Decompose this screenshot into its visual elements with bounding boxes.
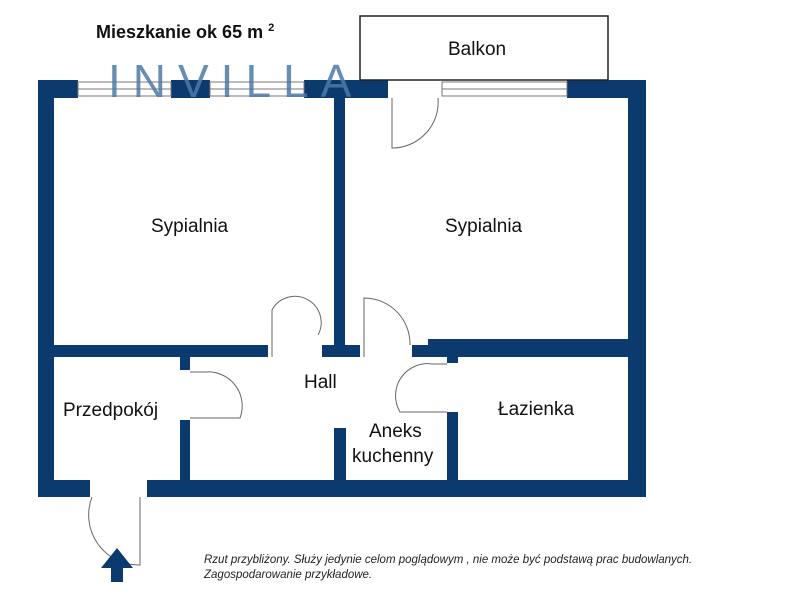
- windows: [77, 81, 568, 97]
- logo: INVILLA: [108, 55, 364, 107]
- room-label-bathroom: Łazienka: [498, 399, 575, 420]
- balcony-outline: [359, 15, 609, 81]
- note-line-2: Zagospodarowanie przykładowe.: [204, 569, 373, 581]
- room-label-entry: Przedpokój: [63, 400, 159, 421]
- room-label-kitchenette-1: Aneks: [369, 421, 422, 442]
- room-label-hall: Hall: [304, 372, 337, 393]
- walls: [38, 80, 646, 497]
- note-line-1: Rzut przybliżony. Służy jedynie celom po…: [204, 554, 693, 566]
- room-label-kitchenette-2: kuchenny: [352, 446, 434, 467]
- apartment-title: Mieszkanie ok 65 m 2: [96, 22, 275, 42]
- entrance-arrow-icon: [101, 548, 133, 582]
- doors: [88, 97, 447, 566]
- room-label-balcony: Balkon: [448, 39, 507, 60]
- room-label-bedroom-left: Sypialnia: [151, 216, 229, 237]
- disclaimer-note: Rzut przybliżony. Służy jedynie celom po…: [204, 553, 692, 583]
- room-label-bedroom-right: Sypialnia: [445, 216, 523, 237]
